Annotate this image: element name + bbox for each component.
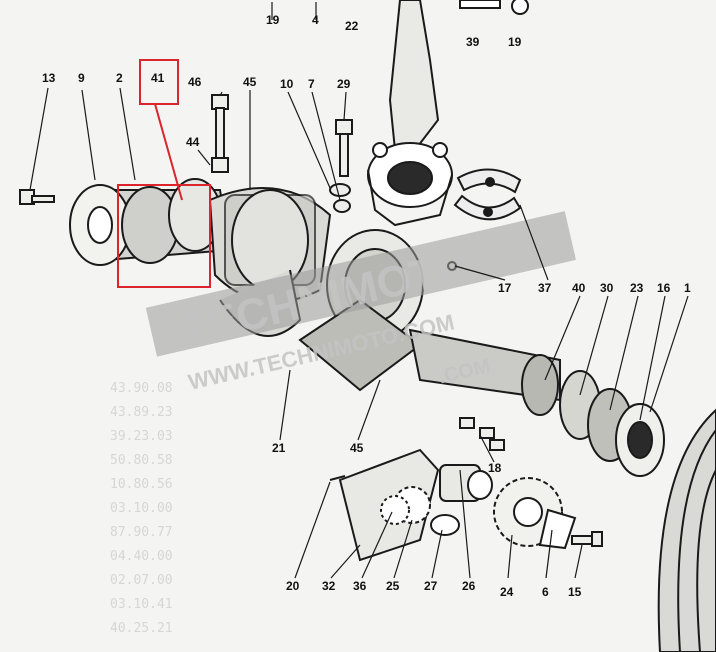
callout-17: 17 [498, 281, 512, 295]
connecting-rod [367, 0, 529, 227]
callout-10: 10 [280, 77, 294, 91]
callout-36: 36 [353, 579, 367, 593]
callout-45-bottom: 45 [350, 441, 364, 455]
callout-7: 7 [308, 77, 315, 91]
callout-labels: 19 4 22 39 19 13 9 2 41 46 45 10 7 29 44… [42, 13, 691, 599]
svg-text:40.25.21: 40.25.21 [110, 621, 173, 636]
flywheel [657, 408, 716, 652]
callout-24: 24 [500, 585, 514, 599]
svg-text:50.80.58: 50.80.58 [110, 453, 173, 468]
callout-4: 4 [312, 13, 319, 27]
callout-2: 2 [116, 71, 123, 85]
svg-text:03.10.00: 03.10.00 [110, 501, 173, 516]
svg-text:43.89.23: 43.89.23 [110, 405, 173, 420]
svg-text:43.90.08: 43.90.08 [110, 381, 173, 396]
leader-lines [29, 2, 689, 579]
callout-13: 13 [42, 71, 56, 85]
callout-41: 41 [151, 71, 165, 85]
svg-text:10.80.56: 10.80.56 [110, 477, 173, 492]
callout-23: 23 [630, 281, 644, 295]
callout-27: 27 [424, 579, 438, 593]
svg-text:03.10.41: 03.10.41 [110, 597, 173, 612]
callout-40: 40 [572, 281, 586, 295]
bearing-shells [453, 168, 522, 221]
callout-45-top: 45 [243, 75, 257, 89]
callout-32: 32 [322, 579, 336, 593]
callout-26: 26 [462, 579, 476, 593]
callout-15: 15 [568, 585, 582, 599]
callout-9: 9 [78, 71, 85, 85]
callout-16: 16 [657, 281, 671, 295]
callout-22: 22 [345, 19, 359, 33]
oil-pump-assembly [329, 448, 577, 562]
highlight [117, 59, 211, 288]
callout-29: 29 [337, 77, 351, 91]
svg-text:87.90.77: 87.90.77 [110, 525, 173, 540]
callout-19-right: 19 [508, 35, 522, 49]
callout-25: 25 [386, 579, 400, 593]
callout-46: 46 [188, 75, 202, 89]
callout-19-top: 19 [266, 13, 280, 27]
callout-39: 39 [466, 35, 480, 49]
highlight-connector [154, 103, 183, 201]
highlight-part-box [117, 184, 211, 288]
svg-text:04.40.00: 04.40.00 [110, 549, 173, 564]
callout-30: 30 [600, 281, 614, 295]
svg-text:02.07.00: 02.07.00 [110, 573, 173, 588]
callout-1: 1 [684, 281, 691, 295]
callout-21: 21 [272, 441, 286, 455]
callout-6: 6 [542, 585, 549, 599]
callout-37: 37 [538, 281, 552, 295]
callout-20: 20 [286, 579, 300, 593]
highlight-label-box [139, 59, 179, 105]
callout-18: 18 [488, 461, 502, 475]
svg-text:39.23.03: 39.23.03 [110, 429, 173, 444]
callout-44: 44 [186, 135, 200, 149]
